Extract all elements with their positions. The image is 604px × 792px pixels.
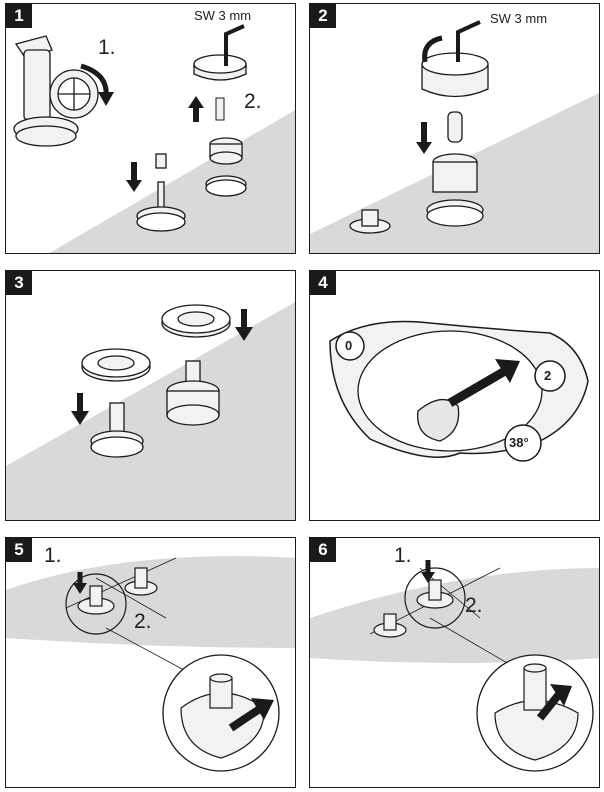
step-1-label: 1. [44,544,62,567]
panel-2: 2 SW 3 mm [309,3,600,254]
panel-number: 5 [6,538,32,562]
floor-surface [6,302,295,520]
step-2-label: 2. [244,90,262,113]
panel-6: 6 1. 2. [309,537,600,788]
tool-size-label: SW 3 mm [194,8,252,23]
tool-size-label: SW 3 mm [490,11,548,26]
step-2-label: 2. [465,594,483,617]
valve-cartridge [349,111,484,234]
panel-number: 4 [310,271,336,295]
dial-label-0: 0 [345,338,353,353]
panel-number: 1 [6,4,32,28]
panel-3: 3 [5,270,296,521]
step-4-illustration [329,320,589,462]
step-6-illustration [310,560,599,772]
zoom-valve [494,663,579,761]
panel-number: 3 [6,271,32,295]
removal-tool [193,24,247,81]
turn-arrow [447,367,508,407]
valve-seat [136,153,186,232]
step-5-illustration [6,556,295,772]
step-2-label: 2. [134,610,152,633]
turn-arrow [228,704,264,732]
step-1-label: 1. [98,36,116,59]
wall-surface [310,568,599,663]
dial-label-38: 38° [509,435,529,450]
rotate-arrow [422,35,443,63]
lever [417,399,460,442]
dial-marker-2 [534,360,566,392]
wall-surface [6,556,295,648]
up-arrow [536,690,564,721]
spindle-pin [215,97,225,121]
thermostat-handle [13,35,99,147]
floor-surface [49,110,295,253]
dial-face [357,330,543,452]
step-1-illustration [13,24,295,253]
panel-4: 4 0 2 38° [309,270,600,521]
detail-circle [65,573,127,635]
dial-marker-0 [335,331,365,361]
removal-tool [421,20,489,98]
detail-circle [404,567,466,629]
step-1-label: 1. [394,544,412,567]
valve-body [90,360,220,458]
cover-ring [81,304,231,382]
panel-5: 5 1. 2. [5,537,296,788]
panel-number: 6 [310,538,336,562]
valve-cartridge [205,137,247,197]
step-2-illustration [310,20,599,253]
step-3-illustration [6,302,295,520]
valve-top [77,567,158,615]
dial-marker-38 [504,424,542,462]
panel-1: 1 [5,3,296,254]
panel-number: 2 [310,4,336,28]
valve-top [373,579,454,638]
dial-label-2: 2 [544,368,552,383]
zoom-valve [180,673,265,759]
